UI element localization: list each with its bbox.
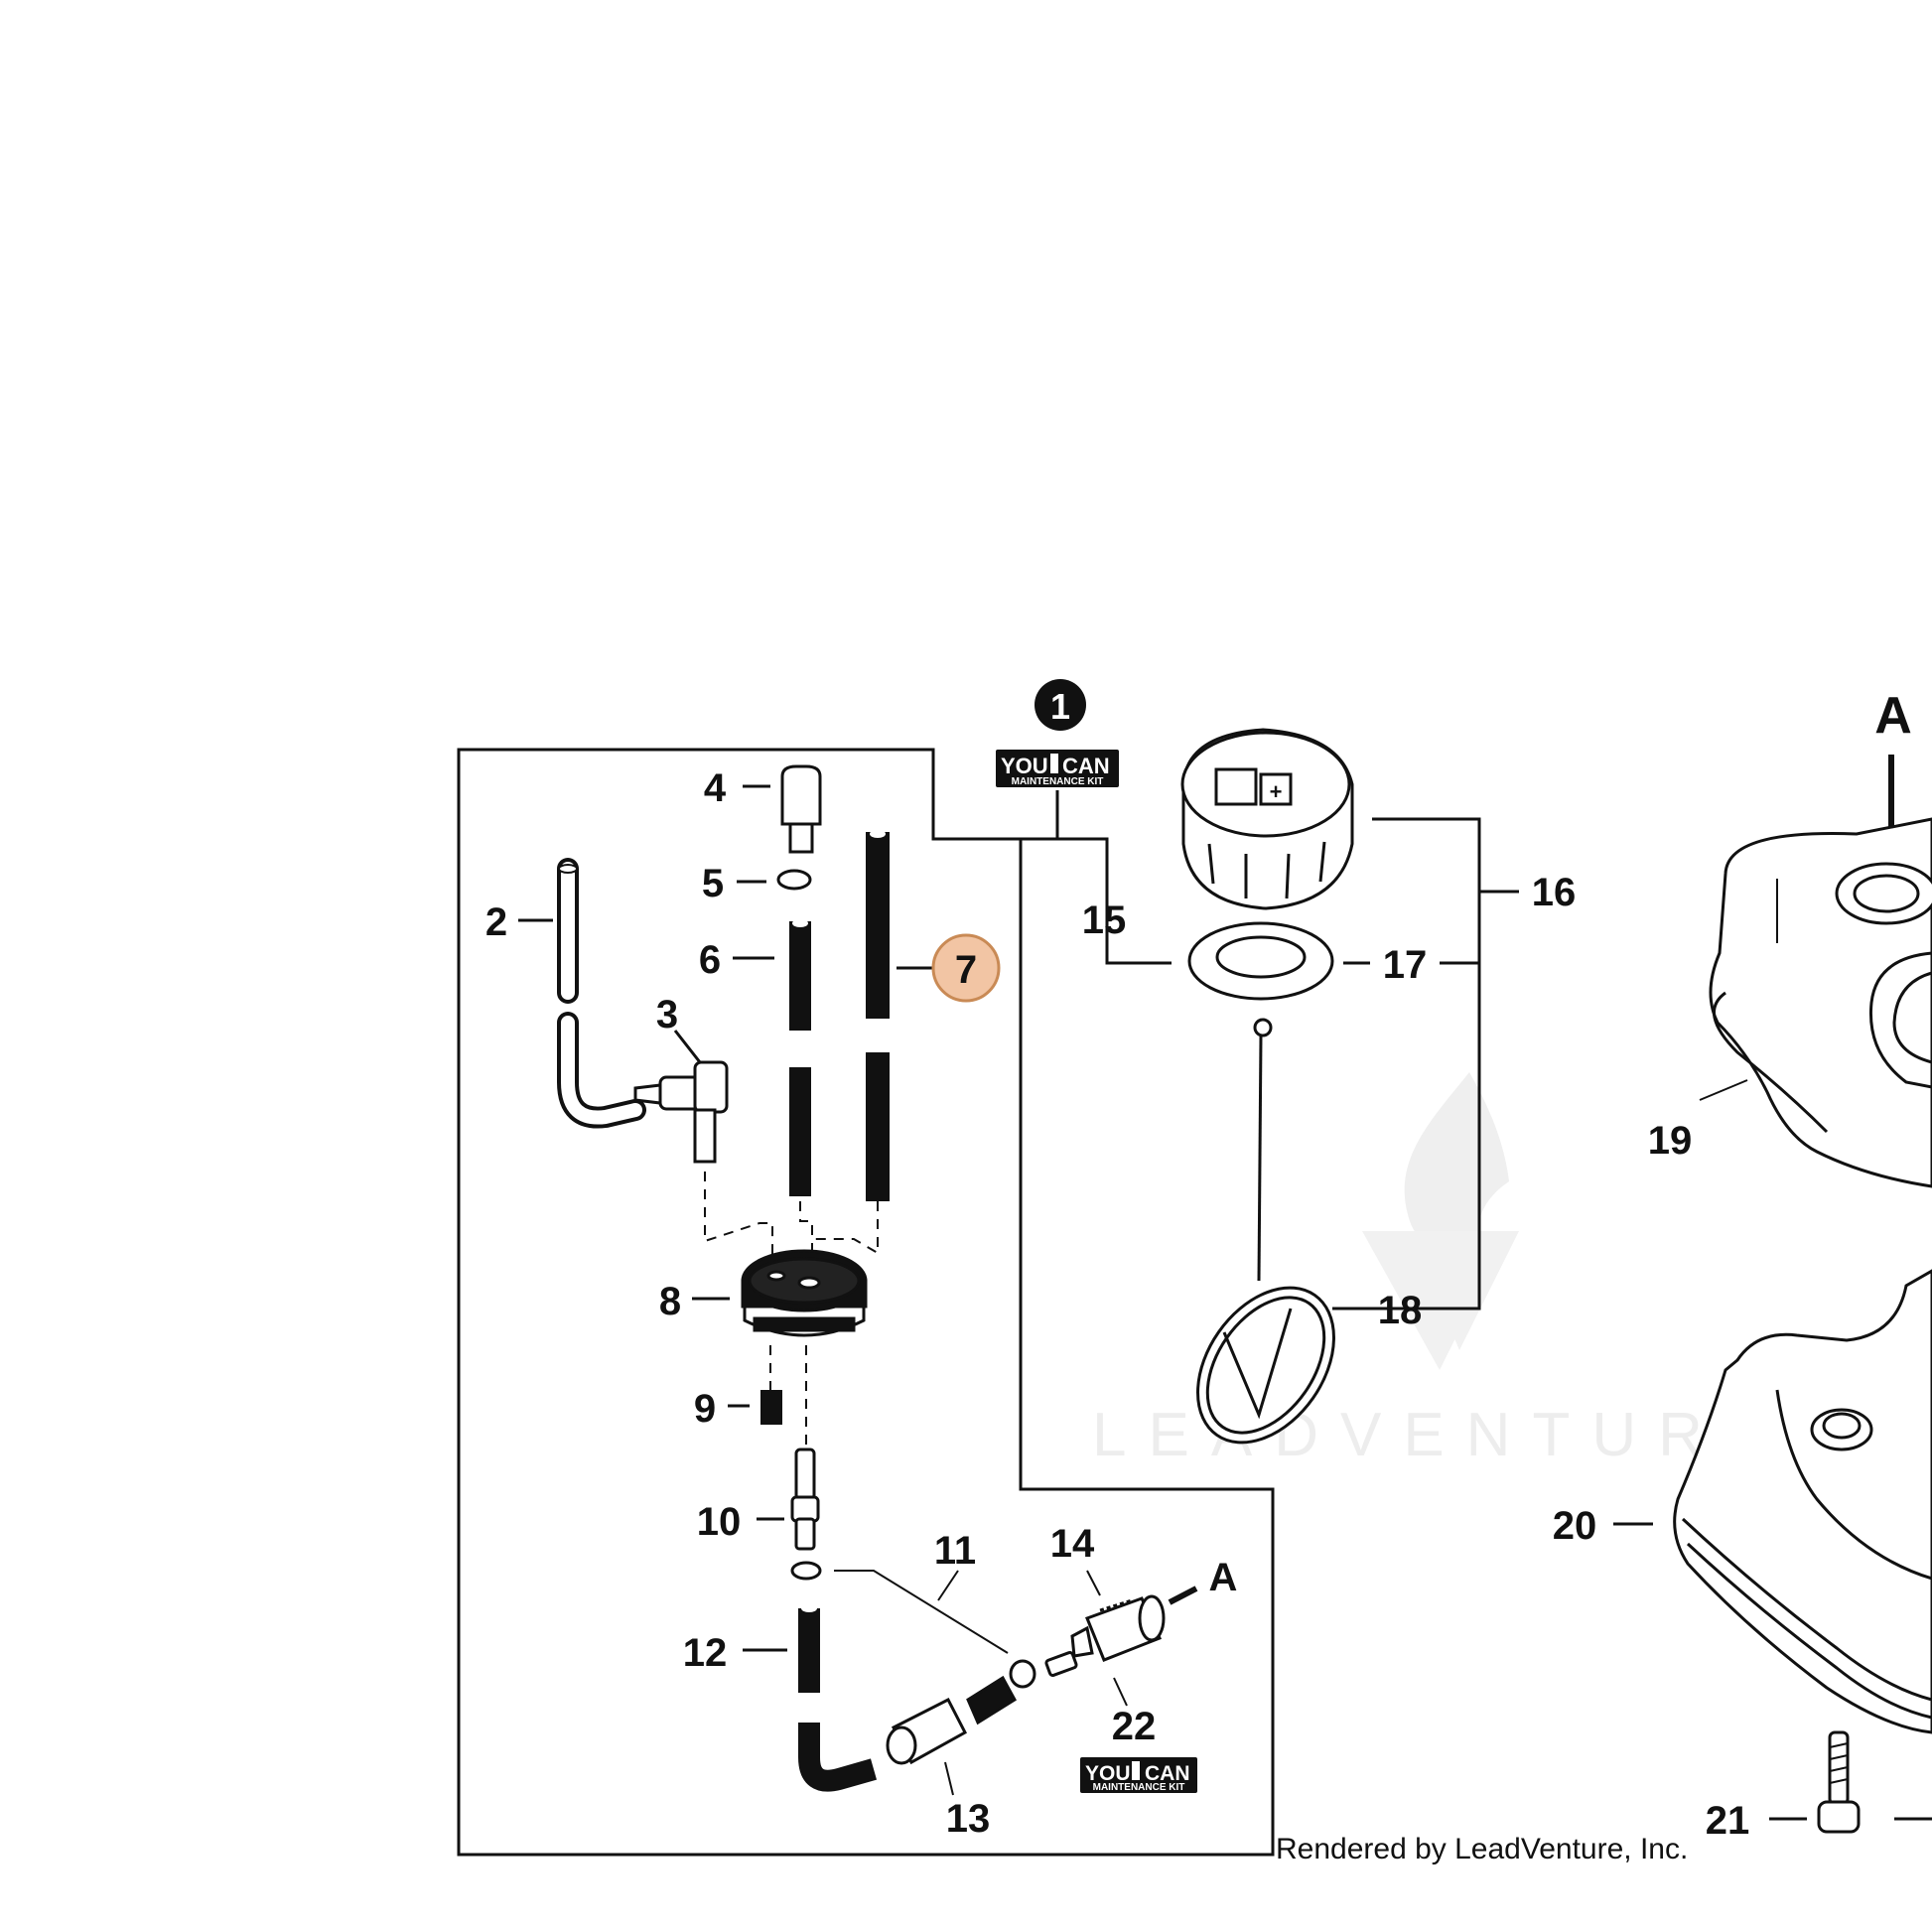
part-16-fuel-cap[interactable]: + bbox=[1180, 728, 1354, 910]
watermark-text: LEADVENTURE bbox=[1092, 1401, 1787, 1469]
svg-text:CAN: CAN bbox=[1145, 1762, 1190, 1785]
part-20-fuel-tank-bottom[interactable] bbox=[1673, 1269, 1932, 1734]
part-3-elbow-fitting[interactable] bbox=[633, 1060, 729, 1164]
callout-17: 17 bbox=[1383, 943, 1428, 987]
callout-10: 10 bbox=[697, 1500, 742, 1544]
part-7-fuel-tube[interactable] bbox=[866, 830, 890, 1201]
callout-3: 3 bbox=[656, 993, 678, 1036]
callout-15: 15 bbox=[1082, 898, 1127, 942]
part-18-tether-strainer[interactable] bbox=[1170, 1018, 1362, 1468]
part-11-o-ring-a[interactable] bbox=[790, 1561, 822, 1581]
kit-group-frame bbox=[457, 748, 1275, 1857]
part-6-fuel-tube[interactable] bbox=[789, 919, 811, 1196]
svg-text:YOU: YOU bbox=[1085, 1762, 1131, 1785]
callout-14: 14 bbox=[1050, 1522, 1095, 1566]
callout-5: 5 bbox=[702, 862, 724, 905]
callout-11: 11 bbox=[934, 1529, 976, 1573]
connector-a-lower: A bbox=[1209, 1556, 1238, 1599]
callout-22: 22 bbox=[1112, 1705, 1157, 1748]
callout-1-circle[interactable] bbox=[1035, 679, 1086, 731]
callout-4: 4 bbox=[704, 766, 727, 810]
callout-8: 8 bbox=[659, 1280, 681, 1323]
part-5-o-ring[interactable] bbox=[776, 869, 812, 891]
part-13-filter-body[interactable] bbox=[886, 1675, 1017, 1765]
svg-text:YOU: YOU bbox=[1001, 754, 1048, 778]
part-19-fuel-tank-top[interactable] bbox=[1709, 817, 1932, 1188]
part-14-fuel-filter[interactable] bbox=[1044, 1594, 1166, 1677]
callout-9: 9 bbox=[694, 1387, 716, 1431]
part-9-sleeve[interactable] bbox=[760, 1390, 782, 1425]
callout-18: 18 bbox=[1378, 1289, 1423, 1332]
assembly-guides bbox=[704, 1172, 879, 1445]
callout-21: 21 bbox=[1706, 1799, 1750, 1843]
callout-13: 13 bbox=[946, 1797, 991, 1841]
part-4-vent-cap[interactable] bbox=[780, 764, 822, 854]
part-17-cap-gasket[interactable] bbox=[1187, 921, 1334, 1001]
part-12-fuel-line[interactable] bbox=[798, 1604, 878, 1792]
part-21-screw[interactable] bbox=[1817, 1730, 1861, 1834]
callout-1: 1 bbox=[1050, 686, 1070, 727]
maintenance-kit-badge-bottom: YOU CAN MAINTENANCE KIT bbox=[1080, 1757, 1197, 1793]
maintenance-kit-badge-top: YOU CAN MAINTENANCE KIT bbox=[996, 750, 1119, 787]
part-2-fuel-line[interactable] bbox=[557, 858, 646, 1129]
svg-text:CAN: CAN bbox=[1062, 754, 1110, 778]
svg-text:MAINTENANCE KIT: MAINTENANCE KIT bbox=[1012, 776, 1104, 787]
part-11-o-ring-b[interactable] bbox=[1009, 1659, 1036, 1689]
svg-text:+: + bbox=[1270, 779, 1283, 804]
callout-7: 7 bbox=[955, 948, 977, 992]
callout-16: 16 bbox=[1532, 871, 1577, 914]
callout-2: 2 bbox=[485, 900, 507, 944]
callout-12: 12 bbox=[683, 1631, 728, 1675]
callout-6: 6 bbox=[699, 938, 721, 982]
footer-credit: Rendered by LeadVenture, Inc. bbox=[1276, 1833, 1688, 1865]
part-8-grommet[interactable] bbox=[741, 1249, 868, 1337]
svg-text:MAINTENANCE KIT: MAINTENANCE KIT bbox=[1093, 1782, 1185, 1793]
part-10-fuel-fitting[interactable] bbox=[790, 1448, 820, 1551]
callout-19: 19 bbox=[1648, 1119, 1693, 1163]
callout-20: 20 bbox=[1553, 1504, 1597, 1548]
connector-a-upper: A bbox=[1874, 687, 1912, 745]
callout-7-highlight[interactable] bbox=[931, 933, 1001, 1003]
